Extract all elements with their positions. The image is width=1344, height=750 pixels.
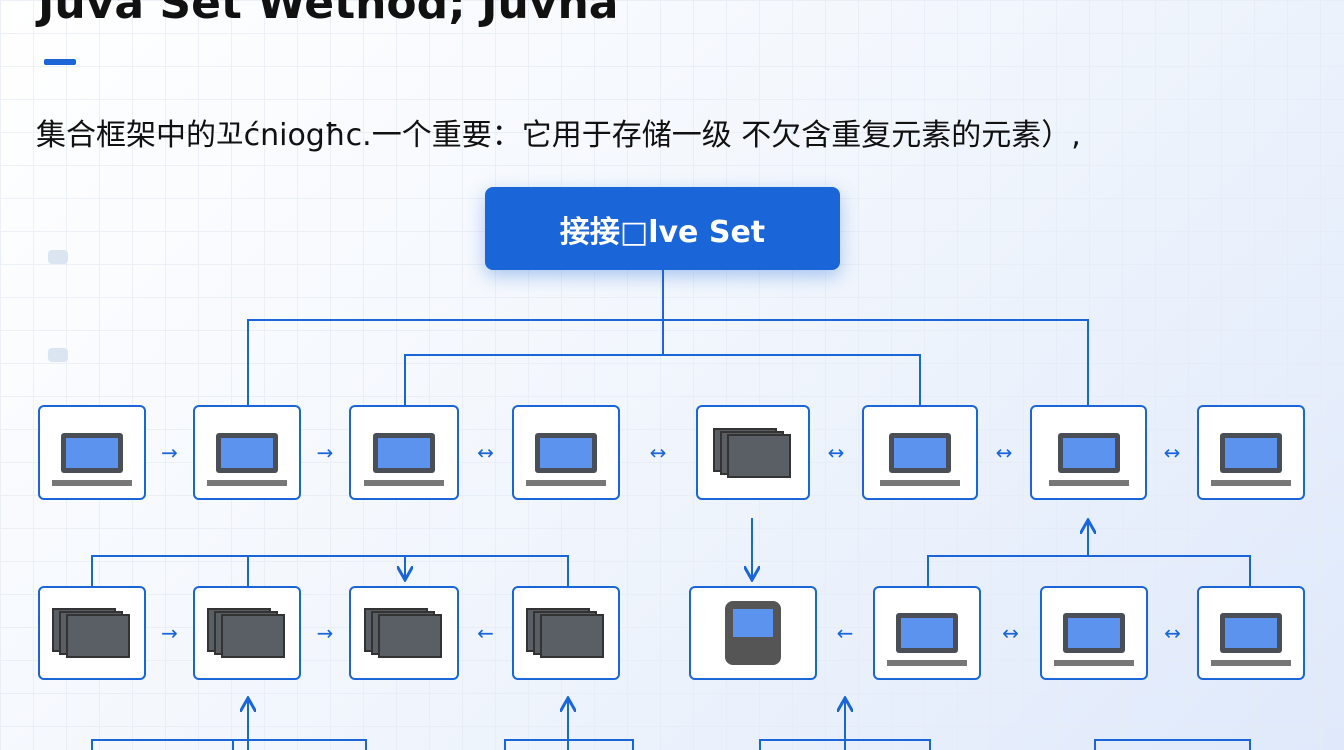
device-base (52, 480, 132, 486)
root-node-set[interactable]: 接接□lve Set (485, 187, 840, 270)
row1-node-8[interactable] (1197, 405, 1305, 500)
row1-node-5[interactable] (696, 405, 810, 500)
row1-node-6[interactable] (862, 405, 978, 500)
windows-stack-icon (207, 608, 287, 658)
multi-monitor-icon (889, 432, 951, 473)
close-window-icon (1057, 432, 1120, 473)
row1-node-3[interactable] (349, 405, 459, 500)
desktop-icon (373, 432, 435, 473)
tablet-icon (725, 601, 781, 665)
flow-arrow: → (317, 621, 334, 645)
side-decor (48, 348, 68, 362)
laptop-icon (896, 613, 958, 653)
windows-stack-icon (364, 608, 444, 658)
device-base (887, 660, 967, 666)
flow-arrow: ↔ (828, 441, 845, 465)
flow-arrow: ↔ (1164, 621, 1181, 645)
row2-node-8[interactable] (1197, 586, 1305, 680)
desktop-icon (216, 432, 278, 473)
device-base (1048, 480, 1129, 486)
row1-node-4[interactable] (512, 405, 620, 500)
page-subtitle: 集合框架中的꼬ćniogħc.一个重要：它用于存储一级 不欠含重复元素的元素）, (36, 118, 1081, 153)
flow-arrow: ← (837, 621, 854, 645)
device-base (1211, 480, 1291, 486)
row1-node-2[interactable] (193, 405, 301, 500)
row1-node-1[interactable] (38, 405, 146, 500)
windows-stack-icon (52, 608, 132, 658)
row2-node-1[interactable] (38, 586, 146, 680)
flow-arrow: ↔ (477, 441, 494, 465)
row2-node-5[interactable] (689, 586, 817, 680)
laptop-icon (1220, 432, 1282, 473)
flow-arrow: → (161, 441, 178, 465)
device-base (1054, 660, 1134, 666)
device-base (1211, 660, 1291, 666)
windows-stack-icon (713, 427, 793, 478)
flow-arrow: ↔ (650, 441, 667, 465)
flow-arrow: ↔ (1002, 621, 1019, 645)
windows-stack-icon (526, 608, 606, 658)
row2-node-7[interactable] (1040, 586, 1148, 680)
title-accent-bar (44, 59, 76, 65)
page-title: Juva Set Wethod; Juvna (38, 0, 619, 29)
device-base (364, 480, 444, 486)
flow-arrow: → (161, 621, 178, 645)
device-base (880, 480, 960, 486)
flow-arrow: → (317, 441, 334, 465)
side-decor (48, 250, 68, 264)
row2-node-6[interactable] (873, 586, 981, 680)
row1-node-7[interactable] (1030, 405, 1147, 500)
row2-node-2[interactable] (193, 586, 301, 680)
root-label: 接接□lve Set (559, 214, 766, 250)
flow-arrow: ↔ (1164, 441, 1181, 465)
device-base (207, 480, 287, 486)
flow-arrow: ↔ (996, 441, 1013, 465)
row2-node-4[interactable] (512, 586, 620, 680)
laptop-icon (1063, 613, 1125, 653)
desktop-icon (61, 432, 123, 473)
laptop-icon (535, 432, 597, 473)
row2-node-3[interactable] (349, 586, 459, 680)
device-base (526, 480, 606, 486)
monitor-icon (1220, 613, 1282, 653)
flow-arrow: ← (477, 621, 494, 645)
